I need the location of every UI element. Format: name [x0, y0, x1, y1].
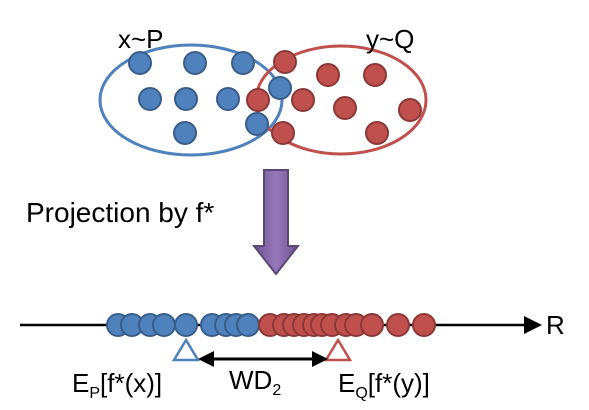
- sample-p-point: [183, 51, 207, 75]
- sample-p-point: [231, 51, 255, 75]
- distribution-p-ellipse: [98, 43, 284, 157]
- wasserstein-distance-label: WD2: [229, 365, 281, 399]
- projected-sample-points: [106, 313, 436, 337]
- sample-q-point: [363, 63, 387, 87]
- sample-q-point: [316, 63, 340, 87]
- projected-p-point: [152, 313, 176, 337]
- sample-p-point: [128, 51, 152, 75]
- axis-label: R: [546, 310, 565, 340]
- expectation-p-label: EP[f*(x)]: [72, 368, 162, 402]
- sample-q-point: [365, 121, 389, 145]
- sample-p-point: [245, 112, 269, 136]
- projected-q-point: [412, 313, 436, 337]
- sample-p-point: [173, 121, 197, 145]
- sample-q-point: [291, 88, 315, 112]
- sample-q-point: [333, 96, 357, 120]
- projected-q-point: [386, 313, 410, 337]
- wd-double-arrow: [198, 351, 328, 367]
- sample-q-point: [273, 50, 297, 74]
- mean-marker-p: [171, 337, 201, 362]
- projected-q-point: [360, 313, 384, 337]
- set-p-label: x~P: [118, 24, 164, 54]
- sample-p-point: [174, 87, 198, 111]
- projected-p-point: [174, 313, 198, 337]
- real-line-arrowhead: [524, 316, 542, 334]
- mean-marker-q: [323, 337, 353, 362]
- set-q-label: y~Q: [366, 24, 414, 54]
- sample-p-point: [268, 76, 292, 100]
- projected-p-point: [236, 313, 260, 337]
- sample-p-point: [138, 87, 162, 111]
- sample-points-2d: [128, 50, 422, 145]
- sample-q-point: [271, 121, 295, 145]
- sample-q-point: [246, 88, 270, 112]
- expectation-q-label: EQ[f*(y)]: [338, 368, 430, 402]
- sample-q-point: [398, 98, 422, 122]
- projection-arrow: [251, 169, 301, 276]
- sample-p-point: [216, 87, 240, 111]
- projection-label: Projection by f*: [26, 197, 214, 228]
